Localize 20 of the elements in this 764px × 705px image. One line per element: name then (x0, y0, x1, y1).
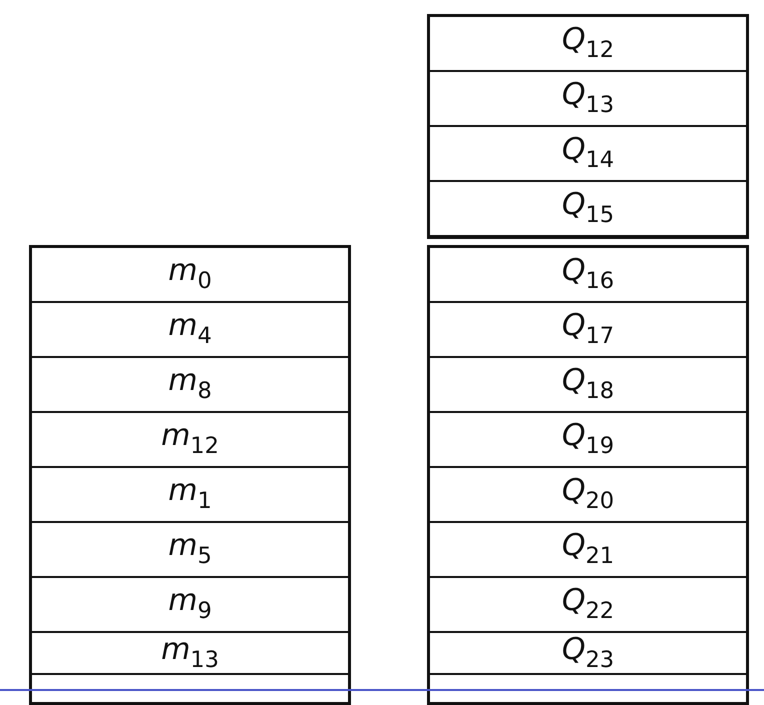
cell-label: m$_{9}$ (168, 586, 212, 623)
cell-label: Q$_{16}$ (562, 256, 614, 293)
cell-label: m$_{13}$ (161, 635, 219, 672)
cell-label: Q$_{23}$ (562, 635, 614, 672)
cell-label: m$_{1}$ (168, 476, 212, 513)
cell-label: Q$_{15}$ (562, 190, 614, 227)
cell-label: Q$_{14}$ (562, 135, 614, 172)
cell-label: Q$_{21}$ (562, 531, 614, 568)
cell-label: Q$_{22}$ (562, 586, 614, 623)
cell-label: Q$_{20}$ (562, 476, 614, 513)
cell-label: Q$_{13}$ (562, 80, 614, 117)
cell-label: m$_{4}$ (168, 311, 212, 348)
cell-label: Q$_{19}$ (562, 421, 614, 458)
cell-label: Q$_{12}$ (562, 25, 614, 62)
cell-label: m$_{5}$ (168, 531, 212, 568)
cell-label: Q$_{18}$ (562, 366, 614, 403)
cell-label: m$_{8}$ (168, 366, 212, 403)
cell-label: m$_{0}$ (168, 256, 212, 293)
cell-label: Q$_{17}$ (562, 311, 614, 348)
cell-label: m$_{12}$ (161, 421, 219, 458)
